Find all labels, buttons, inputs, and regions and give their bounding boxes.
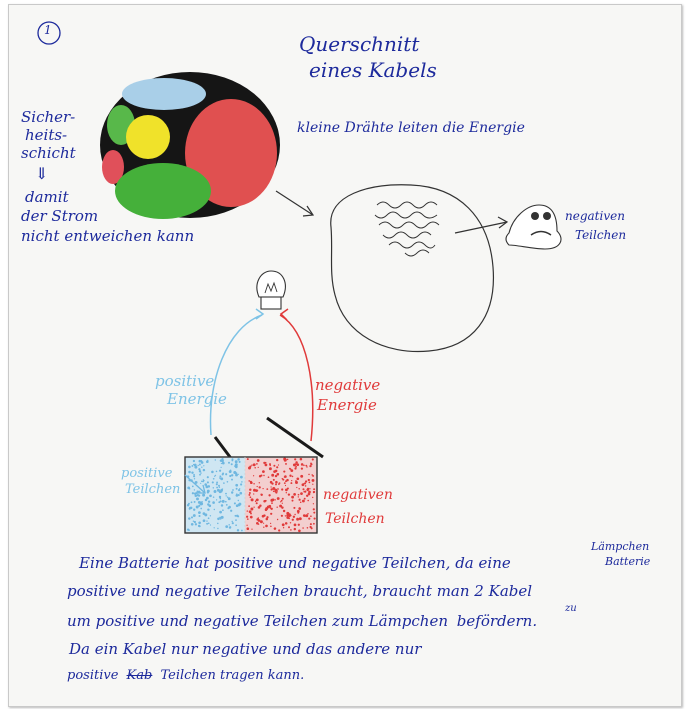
purpose-line-1: damit	[25, 189, 69, 206]
paragraph-line-3: um positive und negative Teilchen zum Lä…	[67, 613, 537, 630]
purpose-line-2: der Strom	[21, 208, 98, 225]
negative-energy-line-1: negative	[315, 377, 380, 394]
page-number: 1	[44, 24, 52, 38]
negative-terminal	[267, 418, 323, 457]
notebook-page: 1 Querschnitt eines Kabels Sicher- heits…	[8, 4, 682, 707]
insert-zu: zu	[565, 603, 577, 615]
paragraph-line-1-end: Batterie	[605, 556, 650, 569]
down-arrow-icon: ⇓	[35, 165, 48, 183]
insert-word: Lämpchen	[591, 541, 649, 554]
negative-energy-line-2: Energie	[317, 397, 377, 414]
struck-word: Kab	[127, 668, 153, 683]
positive-energy-line-1: positive	[155, 373, 214, 390]
battery-negative-half	[245, 457, 317, 533]
title-line-1: Querschnitt	[299, 33, 419, 56]
drawing-layer	[9, 5, 681, 706]
tiny-wires-cluster	[375, 202, 439, 256]
positive-energy-line-2: Energie	[167, 391, 227, 408]
particle-label-1: negativen	[565, 210, 625, 224]
layer-label-1: Sicher-	[21, 109, 75, 126]
positive-particles-line-1: positive	[121, 467, 172, 482]
negative-particle-face	[506, 205, 561, 249]
cable-cross-section	[100, 72, 280, 219]
paragraph-line-5: positive Kab Teilchen tragen kann.	[67, 669, 304, 684]
negative-wire	[280, 315, 313, 441]
layer-label-2: heits-	[25, 127, 67, 144]
battery	[185, 457, 317, 533]
enlarged-wire	[331, 185, 494, 352]
wires-note: kleine Drähte leiten die Energie	[297, 120, 525, 136]
paragraph-line-2: positive und negative Teilchen braucht, …	[67, 583, 532, 600]
wire-light-blue	[122, 78, 206, 110]
particle-label-2: Teilchen	[575, 229, 626, 243]
title-line-2: eines Kabels	[309, 59, 437, 82]
positive-wire	[210, 315, 262, 435]
wire-yellow	[126, 115, 170, 159]
negative-particles-line-1: negativen	[323, 487, 393, 503]
zoom-arrow	[276, 191, 313, 215]
light-bulb	[257, 271, 285, 309]
purpose-line-3: nicht entweichen kann	[21, 228, 194, 245]
negative-particles-line-2: Teilchen	[325, 511, 385, 527]
wire-green-large	[115, 163, 211, 219]
paragraph-line-1: Eine Batterie hat positive und negative …	[79, 555, 511, 572]
layer-label-3: schicht	[21, 145, 76, 162]
paragraph-line-4: Da ein Kabel nur negative und das andere…	[69, 641, 421, 658]
positive-particles-line-2: Teilchen	[125, 483, 180, 498]
